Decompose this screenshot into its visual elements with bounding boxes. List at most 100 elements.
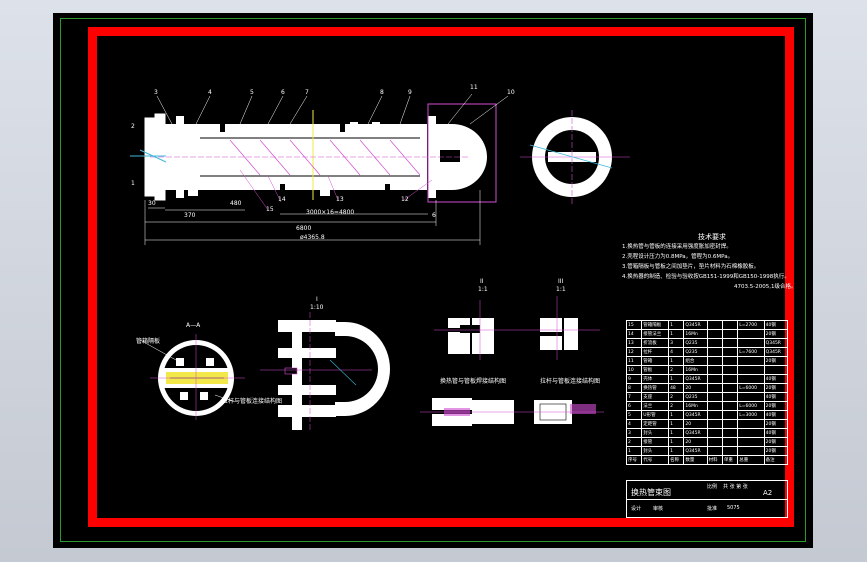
bom-cell bbox=[737, 329, 765, 339]
bom-cell bbox=[737, 374, 765, 384]
bom-header-cell: 代号 bbox=[641, 455, 670, 465]
bom-cell: 管箱 bbox=[641, 356, 670, 366]
note-line: 2.壳程设计压力为0.8MPa，管程为0.6MPa。 bbox=[622, 254, 734, 260]
drawing-number: 5075 bbox=[727, 505, 740, 511]
bom-cell: 拉杆 bbox=[641, 347, 670, 357]
bom-cell: 14 bbox=[625, 329, 643, 339]
bom-cell bbox=[737, 338, 765, 348]
bom-cell bbox=[706, 347, 723, 357]
part-label-3: 3 bbox=[154, 89, 158, 96]
bom-cell: 15 bbox=[625, 320, 643, 330]
bom-cell: L=2700 bbox=[737, 320, 765, 330]
bom-cell bbox=[706, 383, 723, 393]
bom-cell: 1 bbox=[668, 410, 685, 420]
bom-cell: 接管 bbox=[641, 437, 670, 447]
bom-cell: 壳体 bbox=[641, 374, 670, 384]
drawing-frame bbox=[88, 27, 794, 527]
bom-cell bbox=[721, 410, 739, 420]
bom-cell: 组合 bbox=[683, 356, 708, 366]
bom-cell: 5 bbox=[625, 410, 643, 420]
part-label-4: 4 bbox=[208, 89, 212, 96]
bom-cell: 2 bbox=[668, 365, 685, 375]
bom-cell: 6 bbox=[625, 401, 643, 411]
bom-cell: 2 bbox=[625, 437, 643, 447]
bom-cell: 3 bbox=[668, 338, 685, 348]
note-extra: 4703.5-2005,1级合格。 bbox=[734, 284, 797, 290]
title-block: 换热管束图 比例 共 张 第 张 A2 设计 审核 批准 5075 bbox=[626, 480, 788, 518]
bom-header-row: 序号代号名称数量材料单重总重备注 bbox=[625, 455, 789, 465]
sheet-count: 共 张 第 张 bbox=[723, 484, 748, 490]
title-divider bbox=[627, 499, 787, 500]
bom-cell: 支座 bbox=[641, 392, 670, 402]
bom-cell: 40钢 bbox=[763, 428, 789, 438]
dim-span: 370 bbox=[184, 212, 196, 219]
detail-ii-label: II bbox=[480, 278, 484, 285]
bom-cell: L=6000 bbox=[737, 401, 765, 411]
bom-cell: 20 bbox=[683, 419, 708, 429]
part-label-12: 12 bbox=[401, 196, 409, 203]
bom-cell: 10 bbox=[625, 365, 643, 375]
bom-cell bbox=[737, 419, 765, 429]
designed-by: 设计 bbox=[631, 506, 642, 512]
detail-iii-scale: 1:1 bbox=[556, 286, 566, 293]
part-label-8: 8 bbox=[380, 89, 384, 96]
bom-cell: 7 bbox=[625, 392, 643, 402]
bom-cell: 40钢 bbox=[763, 392, 789, 402]
bom-cell: 2 bbox=[668, 392, 685, 402]
notes-title: 技术要求 bbox=[698, 233, 726, 241]
bom-cell bbox=[721, 320, 739, 330]
bom-cell: 1 bbox=[668, 374, 685, 384]
bom-cell: 20 bbox=[683, 383, 708, 393]
bom-cell: 2 bbox=[668, 401, 685, 411]
bom-cell: 封头 bbox=[641, 446, 670, 456]
note-line: 4.换热器的制造、检验与验收按GB151-1999和GB150-1998执行。 bbox=[622, 274, 790, 280]
approved-by: 批准 bbox=[707, 506, 718, 512]
bom-cell: 1 bbox=[625, 446, 643, 456]
bom-cell bbox=[721, 356, 739, 366]
bom-cell: 20 bbox=[683, 437, 708, 447]
technical-notes: 技术要求 1.换热管与管板的连接采用强度胀加密封焊。 2.壳程设计压力为0.8M… bbox=[622, 232, 802, 292]
bom-cell: 20钢 bbox=[763, 419, 789, 429]
bom-cell: Q345R bbox=[683, 320, 708, 330]
part-label-7: 7 bbox=[305, 89, 309, 96]
bom-header-cell: 备注 bbox=[763, 455, 789, 465]
bom-cell bbox=[721, 338, 739, 348]
bom-cell: Q345R bbox=[683, 446, 708, 456]
end-view bbox=[520, 110, 630, 205]
dim-total: 6800 bbox=[296, 225, 312, 232]
detail-i bbox=[260, 312, 390, 430]
bom-cell: 40钢 bbox=[763, 320, 789, 330]
bom-cell: 13 bbox=[625, 338, 643, 348]
bom-header-cell: 材料 bbox=[706, 455, 723, 465]
bom-cell bbox=[706, 356, 723, 366]
bom-cell: 3 bbox=[625, 428, 643, 438]
bom-cell: 40钢 bbox=[763, 410, 789, 420]
main-view bbox=[130, 93, 509, 245]
bom-cell: L=7600 bbox=[737, 347, 765, 357]
part-label-5: 5 bbox=[250, 89, 254, 96]
bom-cell: L=3000 bbox=[737, 410, 765, 420]
bom-header-cell: 数量 bbox=[683, 455, 708, 465]
checked-by: 审核 bbox=[653, 506, 664, 512]
bom-cell bbox=[737, 428, 765, 438]
bom-cell bbox=[706, 419, 723, 429]
section-a-a bbox=[139, 334, 245, 420]
section-annotation-2: 拉杆与管板连接结构图 bbox=[222, 398, 283, 405]
bom-cell: Q345R bbox=[763, 338, 789, 348]
bom-cell bbox=[721, 419, 739, 429]
bom-cell: Q345R bbox=[683, 374, 708, 384]
bom-cell: 48 bbox=[668, 383, 685, 393]
bom-cell bbox=[721, 437, 739, 447]
bom-cell: 1 bbox=[668, 329, 685, 339]
dim-right: 6 bbox=[432, 212, 436, 219]
bom-cell: 16Mn bbox=[683, 329, 708, 339]
bom-cell bbox=[737, 392, 765, 402]
bom-cell: 接管法兰 bbox=[641, 329, 670, 339]
bom-cell: 20钢 bbox=[763, 446, 789, 456]
